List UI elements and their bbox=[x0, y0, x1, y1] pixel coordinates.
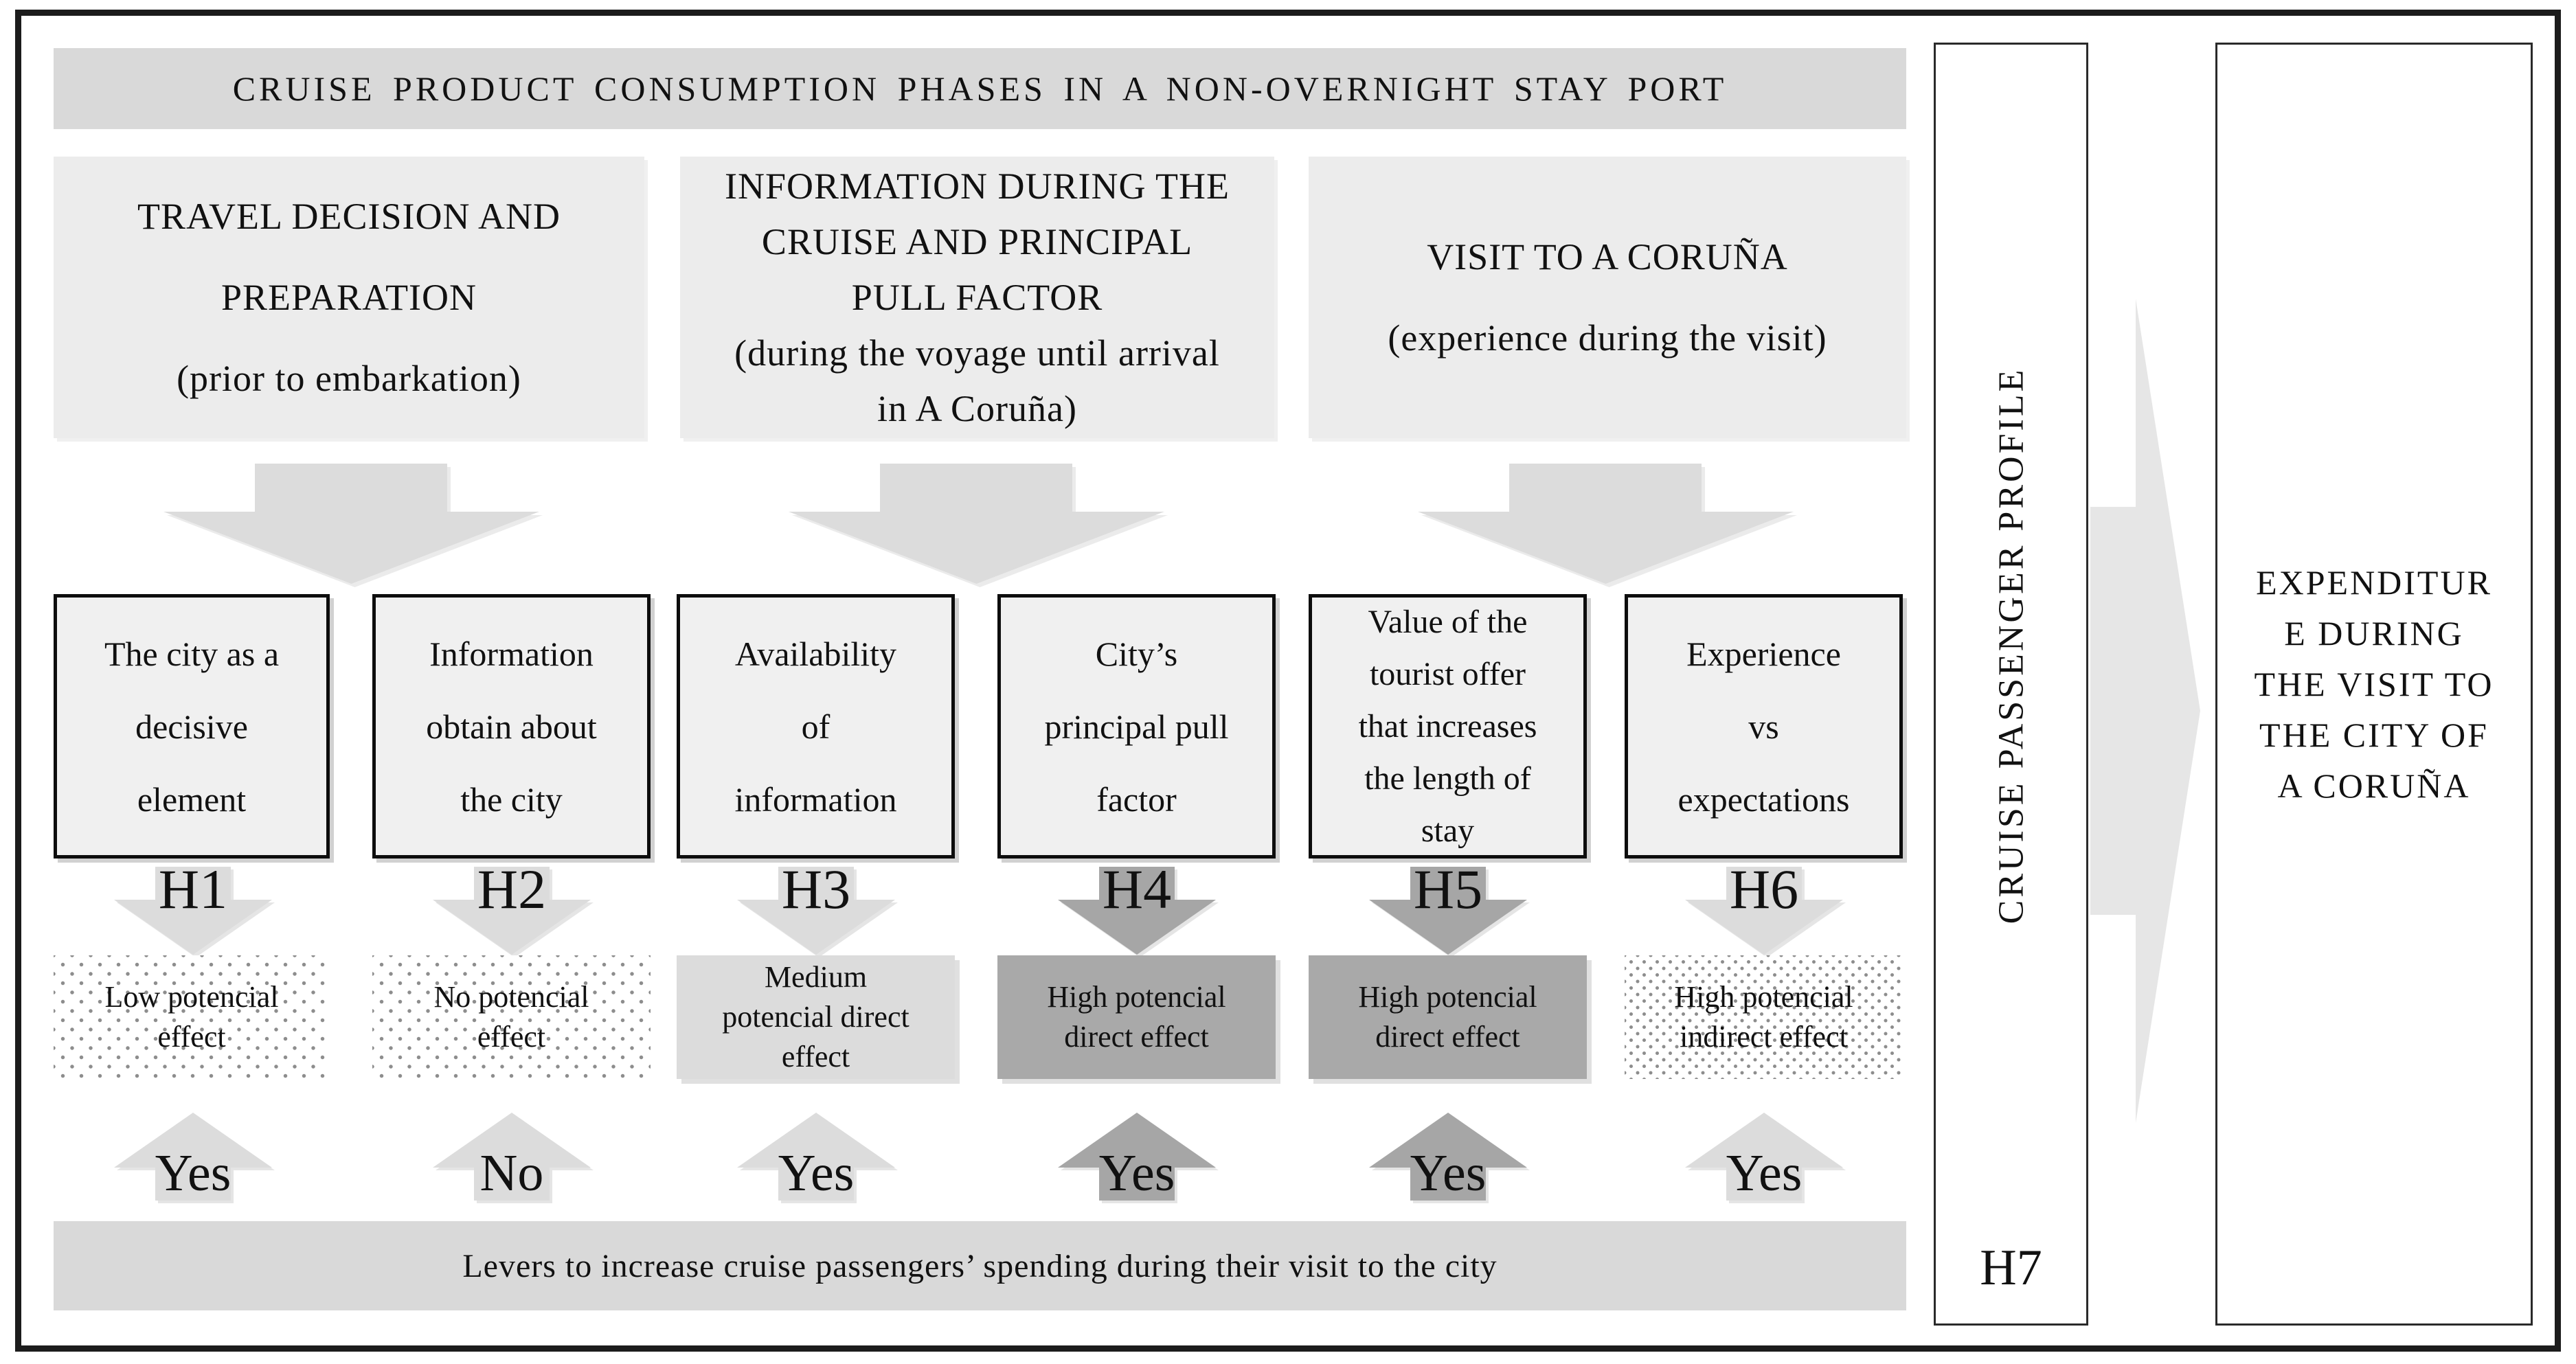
answer-label: Yes bbox=[155, 1144, 231, 1202]
down-arrow-icon bbox=[433, 867, 591, 955]
up-arrow-icon bbox=[433, 1113, 591, 1201]
title-banner: CRUISE PRODUCT CONSUMPTION PHASES IN A N… bbox=[54, 48, 1906, 129]
levers-banner-label: Levers to increase cruise passengers’ sp… bbox=[462, 1247, 1498, 1284]
effect-label: Low potencial effect bbox=[104, 980, 279, 1054]
hypothesis-arrow-h6: H6 bbox=[1685, 861, 1843, 955]
up-arrow-icon bbox=[1369, 1113, 1527, 1201]
down-arrow-icon bbox=[1369, 867, 1527, 955]
answer-label: Yes bbox=[1098, 1144, 1175, 1202]
factor-box-information-obtain: Information obtain about the city bbox=[372, 594, 651, 859]
up-arrow-icon bbox=[114, 1113, 272, 1201]
hypothesis-arrow-h4: H4 bbox=[1058, 861, 1216, 955]
answer-arrow-1: Yes bbox=[114, 1113, 272, 1201]
factor-label: City’s principal pull factor bbox=[1044, 634, 1229, 819]
down-arrow-icon bbox=[737, 867, 895, 955]
phase-box-information-during-cruise: INFORMATION DURING THE CRUISE AND PRINCI… bbox=[680, 157, 1274, 438]
phase-label: TRAVEL DECISION AND PREPARATION (prior t… bbox=[137, 196, 561, 399]
h7-label: H7 bbox=[1980, 1240, 2042, 1296]
answer-label: Yes bbox=[1726, 1144, 1803, 1202]
expenditure-box: EXPENDITUR E DURING THE VISIT TO THE CIT… bbox=[2215, 43, 2533, 1326]
phase-down-arrow-2 bbox=[789, 464, 1164, 584]
right-arrow-icon bbox=[2090, 299, 2200, 1123]
down-arrow-icon bbox=[163, 464, 539, 584]
down-arrow-icon bbox=[1418, 464, 1794, 584]
hypothesis-label: H1 bbox=[158, 858, 228, 920]
factor-label: Experience vs expectations bbox=[1677, 634, 1850, 819]
factor-box-value-tourist-offer: Value of the tourist offer that increase… bbox=[1309, 594, 1587, 859]
hypothesis-label: H3 bbox=[781, 858, 851, 920]
effect-box-high-indirect: High potencial indirect effect bbox=[1625, 955, 1903, 1079]
outer-frame bbox=[15, 10, 2561, 1352]
effect-box-high-direct-2: High potencial direct effect bbox=[1309, 955, 1587, 1079]
phase-box-travel-decision: TRAVEL DECISION AND PREPARATION (prior t… bbox=[54, 157, 644, 438]
up-arrow-icon bbox=[737, 1113, 895, 1201]
profile-vertical-label: CRUISE PASSENGER PROFILE bbox=[1991, 367, 2031, 924]
effect-label: Medium potencial direct effect bbox=[722, 960, 909, 1073]
answer-arrow-4: Yes bbox=[1058, 1113, 1216, 1201]
answer-label: Yes bbox=[1410, 1144, 1487, 1202]
expenditure-label: EXPENDITUR E DURING THE VISIT TO THE CIT… bbox=[2254, 563, 2494, 805]
factor-box-availability-information: Availability of information bbox=[677, 594, 955, 859]
phase-label: INFORMATION DURING THE CRUISE AND PRINCI… bbox=[725, 165, 1230, 429]
hypothesis-label: H2 bbox=[477, 858, 547, 920]
effect-box-medium-potencial: Medium potencial direct effect bbox=[677, 955, 955, 1079]
effect-label: High potencial direct effect bbox=[1047, 980, 1226, 1054]
down-arrow-icon bbox=[1685, 867, 1843, 955]
factor-label: Information obtain about the city bbox=[426, 634, 597, 819]
answer-label: Yes bbox=[778, 1144, 855, 1202]
effect-box-high-direct-1: High potencial direct effect bbox=[997, 955, 1276, 1079]
phase-box-visit-coruna: VISIT TO A CORUÑA (experience during the… bbox=[1309, 157, 1906, 438]
cruise-passenger-profile-box: CRUISE PASSENGER PROFILE H7 bbox=[1934, 43, 2088, 1326]
effect-label: No potencial effect bbox=[433, 980, 589, 1054]
factor-label: The city as a decisive element bbox=[104, 634, 280, 819]
effect-label: High potencial direct effect bbox=[1358, 980, 1537, 1054]
hypothesis-arrow-h1: H1 bbox=[114, 861, 272, 955]
hypothesis-arrow-h3: H3 bbox=[737, 861, 895, 955]
effect-box-no-potencial: No potencial effect bbox=[372, 955, 651, 1079]
effect-label: High potencial indirect effect bbox=[1674, 980, 1853, 1054]
factor-box-experience-expectations: Experience vs expectations bbox=[1625, 594, 1903, 859]
answer-arrow-6: Yes bbox=[1685, 1113, 1843, 1201]
phase-label: VISIT TO A CORUÑA (experience during the… bbox=[1388, 236, 1827, 359]
profile-to-expenditure-arrow bbox=[2090, 299, 2200, 1123]
phase-down-arrow-3 bbox=[1418, 464, 1794, 584]
answer-arrow-5: Yes bbox=[1369, 1113, 1527, 1201]
phase-down-arrow-1 bbox=[163, 464, 539, 584]
factor-box-principal-pull-factor: City’s principal pull factor bbox=[997, 594, 1276, 859]
levers-banner: Levers to increase cruise passengers’ sp… bbox=[54, 1221, 1906, 1310]
up-arrow-icon bbox=[1058, 1113, 1216, 1201]
answer-label: No bbox=[479, 1144, 544, 1202]
hypothesis-arrow-h2: H2 bbox=[433, 861, 591, 955]
down-arrow-icon bbox=[114, 867, 272, 955]
answer-arrow-3: Yes bbox=[737, 1113, 895, 1201]
down-arrow-icon bbox=[789, 464, 1164, 584]
hypothesis-label: H6 bbox=[1729, 858, 1799, 920]
down-arrow-icon bbox=[1058, 867, 1216, 955]
factor-label: Availability of information bbox=[734, 634, 897, 819]
effect-box-low-potencial: Low potencial effect bbox=[54, 955, 330, 1079]
up-arrow-icon bbox=[1685, 1113, 1843, 1201]
factor-label: Value of the tourist offer that increase… bbox=[1358, 603, 1537, 849]
hypothesis-arrow-h5: H5 bbox=[1369, 861, 1527, 955]
factor-box-city-decisive: The city as a decisive element bbox=[54, 594, 330, 859]
hypothesis-label: H5 bbox=[1413, 858, 1483, 920]
title-banner-label: CRUISE PRODUCT CONSUMPTION PHASES IN A N… bbox=[232, 69, 1728, 108]
hypothesis-label: H4 bbox=[1102, 858, 1172, 920]
answer-arrow-2: No bbox=[433, 1113, 591, 1201]
